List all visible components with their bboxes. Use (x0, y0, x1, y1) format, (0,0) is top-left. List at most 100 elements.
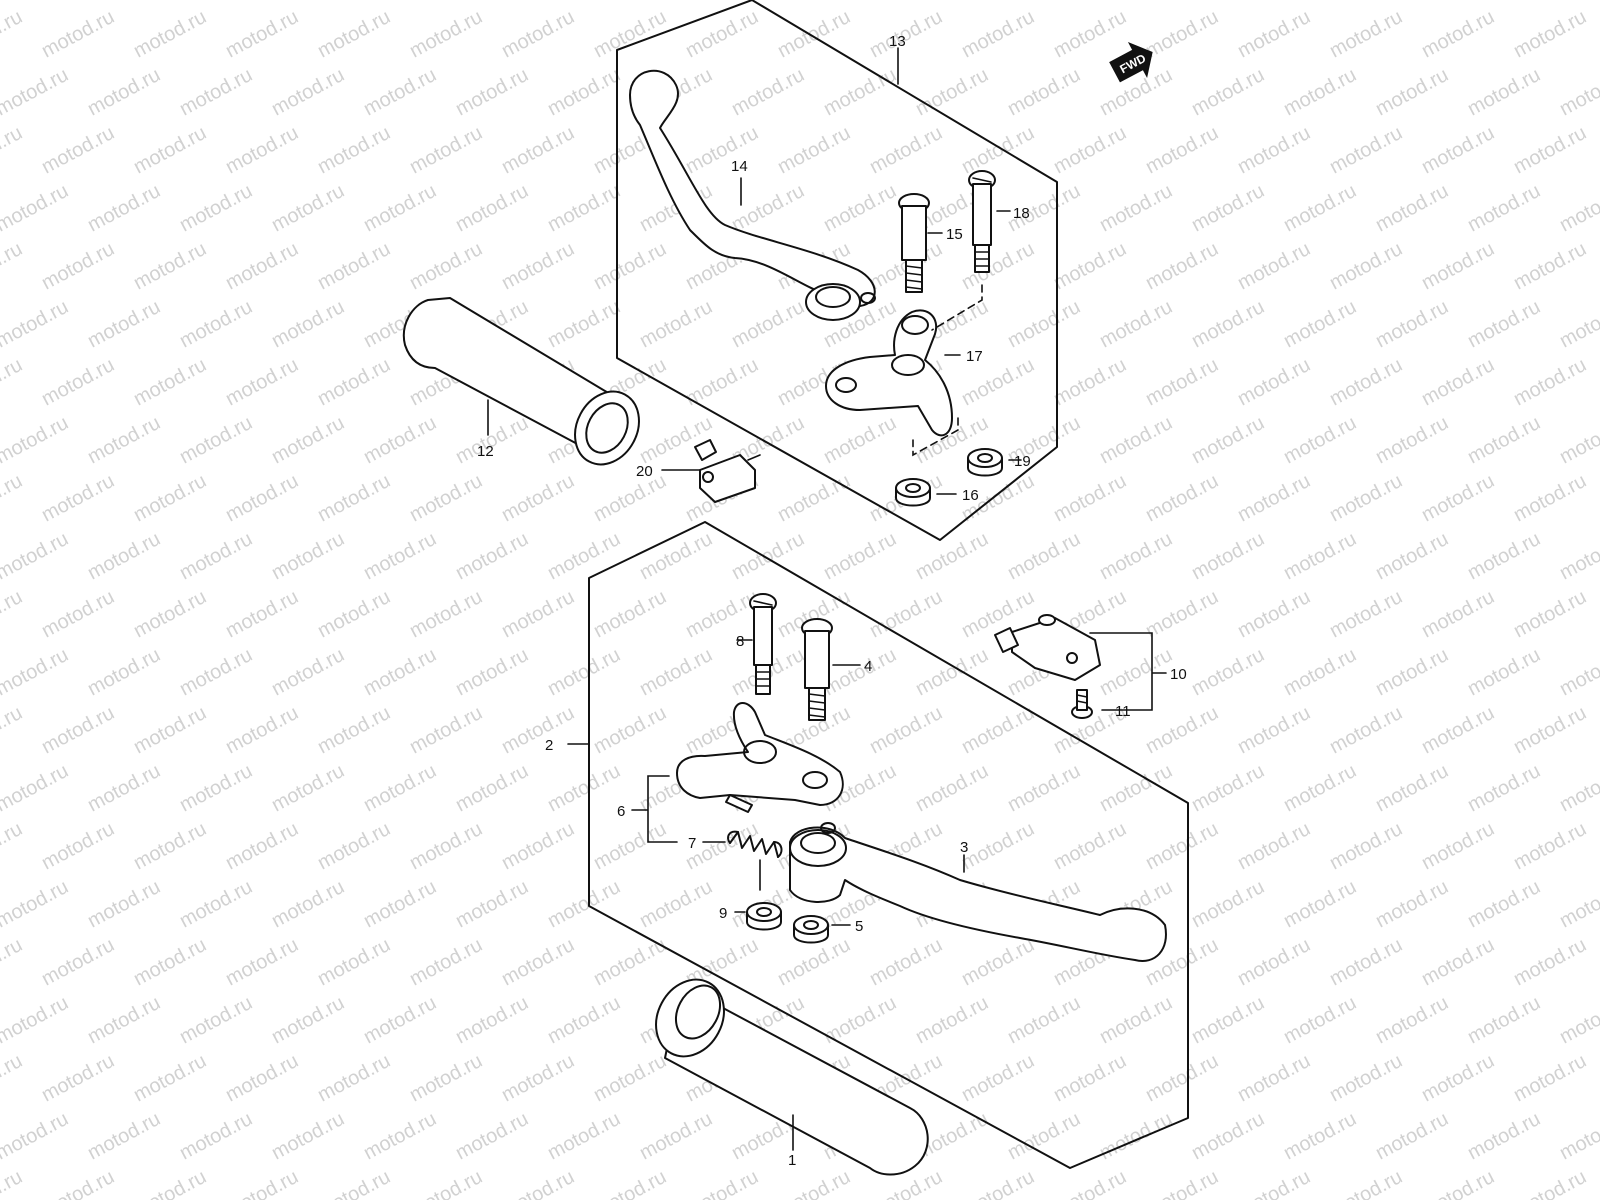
lower-assembly-panel (588, 521, 1189, 1169)
watermark-text: motod.ru (84, 1108, 164, 1164)
watermark-text: motod.ru (1188, 992, 1268, 1048)
watermark-text: motod.ru (1142, 470, 1222, 526)
watermark-text: motod.ru (406, 1166, 486, 1200)
watermark-text: motod.ru (176, 644, 256, 700)
label-4: 4 (864, 658, 872, 675)
watermark-text: motod.ru (1280, 296, 1360, 352)
watermark-text: motod.ru (1050, 122, 1130, 178)
watermark-text: motod.ru (820, 180, 900, 236)
watermark-text: motod.ru (84, 180, 164, 236)
label-3: 3 (960, 839, 968, 856)
watermark-text: motod.ru (1556, 64, 1600, 120)
watermark-text: motod.ru (1372, 528, 1452, 584)
watermark-text: motod.ru (1280, 180, 1360, 236)
spring (727, 830, 783, 858)
watermark-text: motod.ru (1096, 412, 1176, 468)
watermark-text: motod.ru (498, 1050, 578, 1106)
watermark-text: motod.ru (1418, 238, 1498, 294)
watermark-text: motod.ru (820, 992, 900, 1048)
watermark-text: motod.ru (1050, 238, 1130, 294)
watermark-text: motod.ru (1326, 586, 1406, 642)
watermark-text: motod.ru (1096, 180, 1176, 236)
lever-bracket-lower (676, 702, 844, 806)
watermark-text: motod.ru (130, 934, 210, 990)
brake-light-switch-upper (694, 439, 761, 503)
bolt-4-shank (804, 630, 830, 689)
watermark-text: motod.ru (1004, 992, 1084, 1048)
watermark-text: motod.ru (0, 122, 26, 178)
watermark-text: motod.ru (958, 1166, 1038, 1200)
watermark-text: motod.ru (590, 1166, 670, 1200)
watermark-text: motod.ru (636, 296, 716, 352)
watermark-text: motod.ru (0, 760, 72, 816)
watermark-text: motod.ru (1372, 644, 1452, 700)
watermark-text: motod.ru (1326, 1050, 1406, 1106)
watermark-text: motod.ru (38, 238, 118, 294)
handlebar-grip-left (402, 297, 640, 466)
watermark-text: motod.ru (1280, 992, 1360, 1048)
watermark-text: motod.ru (268, 876, 348, 932)
watermark-text: motod.ru (1556, 528, 1600, 584)
watermark-text: motod.ru (1556, 1108, 1600, 1164)
watermark-text: motod.ru (820, 644, 900, 700)
watermark-text: motod.ru (1188, 296, 1268, 352)
watermark-text: motod.ru (1556, 296, 1600, 352)
watermark-text: motod.ru (1234, 586, 1314, 642)
watermark-text: motod.ru (636, 876, 716, 932)
watermark-text: motod.ru (268, 412, 348, 468)
watermark-text: motod.ru (1280, 64, 1360, 120)
watermark-text: motod.ru (1234, 122, 1314, 178)
watermark-text: motod.ru (1372, 0, 1452, 4)
watermark-text: motod.ru (590, 238, 670, 294)
watermark-text: motod.ru (360, 760, 440, 816)
watermark-text: motod.ru (912, 64, 992, 120)
watermark-text: motod.ru (0, 1050, 26, 1106)
watermark-text: motod.ru (1280, 528, 1360, 584)
watermark-text: motod.ru (1188, 644, 1268, 700)
watermark-text: motod.ru (130, 702, 210, 758)
watermark-text: motod.ru (1510, 6, 1590, 62)
watermark-text: motod.ru (728, 296, 808, 352)
watermark-text: motod.ru (268, 644, 348, 700)
watermark-text: motod.ru (452, 180, 532, 236)
watermark-text: motod.ru (958, 818, 1038, 874)
watermark-text: motod.ru (1096, 1108, 1176, 1164)
label-10: 10 (1170, 666, 1187, 683)
watermark-text: motod.ru (1280, 760, 1360, 816)
watermark-text: motod.ru (84, 412, 164, 468)
watermark-text: motod.ru (774, 122, 854, 178)
watermark-text: motod.ru (544, 644, 624, 700)
watermark-text: motod.ru (38, 1166, 118, 1200)
watermark-text: motod.ru (84, 0, 164, 4)
watermark-text: motod.ru (590, 1050, 670, 1106)
watermark-text: motod.ru (1280, 412, 1360, 468)
watermark-text: motod.ru (176, 992, 256, 1048)
watermark-text: motod.ru (498, 238, 578, 294)
watermark-text: motod.ru (774, 1166, 854, 1200)
watermark-text: motod.ru (1464, 1108, 1544, 1164)
label-1: 1 (788, 1152, 796, 1169)
watermark-text: motod.ru (268, 992, 348, 1048)
watermark-text: motod.ru (1418, 934, 1498, 990)
watermark-text: motod.ru (912, 760, 992, 816)
watermark-text: motod.ru (1510, 934, 1590, 990)
watermark-text: motod.ru (1372, 760, 1452, 816)
watermark-text: motod.ru (498, 470, 578, 526)
watermark-text: motod.ru (636, 1108, 716, 1164)
watermark-text: motod.ru (1188, 64, 1268, 120)
watermark-text: motod.ru (1142, 6, 1222, 62)
watermark-text: motod.ru (176, 876, 256, 932)
watermark-text: motod.ru (590, 934, 670, 990)
watermark-text: motod.ru (1280, 876, 1360, 932)
nut-5 (793, 915, 829, 944)
label-7: 7 (688, 835, 696, 852)
watermark-text: motod.ru (268, 64, 348, 120)
watermark-text: motod.ru (0, 296, 72, 352)
watermark-text: motod.ru (866, 122, 946, 178)
watermark-text: motod.ru (866, 586, 946, 642)
watermark-text: motod.ru (222, 354, 302, 410)
lever-pivot-hole (815, 286, 851, 308)
watermark-text: motod.ru (1326, 354, 1406, 410)
clutch-lever (789, 826, 1167, 962)
forward-arrow-icon: FWD (1109, 42, 1153, 83)
